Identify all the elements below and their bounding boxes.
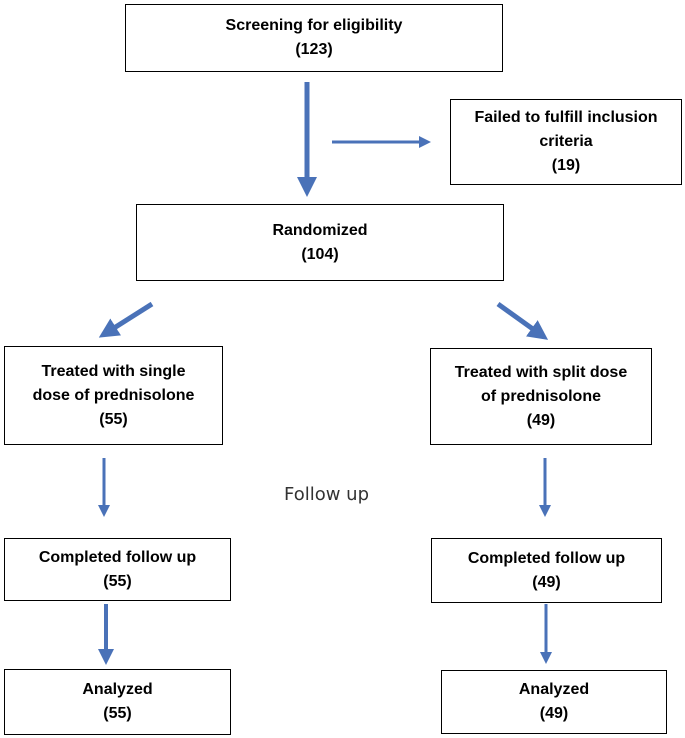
analyzed-left-box: Analyzed (55) (4, 669, 231, 735)
arrow-randomized-to-single-dose (98, 301, 154, 338)
excluded-box: Failed to fulfill inclusion criteria (19… (450, 99, 682, 185)
analyzed-right-count: (49) (539, 705, 569, 722)
single-dose-line1: Treated with single (41, 362, 186, 380)
excluded-line1: Failed to fulfill inclusion (474, 109, 658, 126)
single-dose-count: (55) (99, 410, 128, 428)
screening-box: Screening for eligibility (123) (125, 4, 503, 72)
analyzed-right-title: Analyzed (518, 681, 590, 698)
excluded-line2: criteria (539, 133, 593, 150)
split-dose-line2: of prednisolone (481, 387, 601, 405)
split-dose-box: Treated with split dose of prednisolone … (430, 348, 652, 445)
completed-right-count: (49) (532, 573, 561, 591)
split-dose-line1: Treated with split dose (454, 363, 628, 381)
single-dose-line2: dose of prednisolone (32, 386, 195, 404)
completed-left-count: (55) (103, 572, 132, 590)
excluded-count: (19) (551, 157, 581, 174)
screening-title: Screening for eligibility (225, 17, 403, 34)
randomized-box: Randomized (104) (136, 204, 504, 281)
analyzed-right-box: Analyzed (49) (441, 670, 667, 734)
randomized-count: (104) (301, 245, 339, 263)
single-dose-box: Treated with single dose of prednisolone… (4, 346, 223, 445)
arrow-randomized-to-split-dose (496, 301, 549, 340)
completed-left-box: Completed follow up (55) (4, 538, 231, 601)
completed-right-title: Completed follow up (467, 549, 626, 567)
analyzed-left-count: (55) (103, 705, 132, 722)
randomized-title: Randomized (272, 221, 368, 239)
analyzed-left-title: Analyzed (82, 681, 153, 698)
split-dose-count: (49) (526, 411, 556, 429)
completed-left-title: Completed follow up (38, 548, 197, 566)
follow-up-label: Follow up (284, 484, 370, 505)
screening-count: (123) (295, 41, 333, 58)
completed-right-box: Completed follow up (49) (431, 538, 662, 603)
